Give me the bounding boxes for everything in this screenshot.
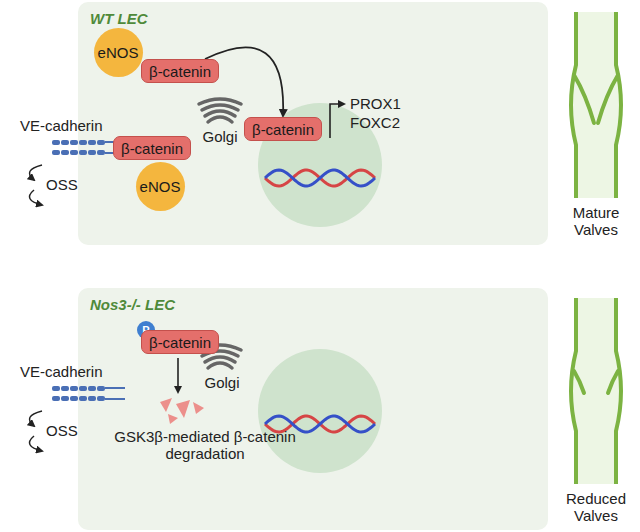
translocation-arrow xyxy=(205,47,283,116)
golgi xyxy=(199,99,241,122)
membrane-label: VE-cadherin xyxy=(20,363,103,380)
panel-title: Nos3-/- LEC xyxy=(90,296,175,313)
golgi xyxy=(199,345,241,368)
process-label: GSK3β-mediated β-catenin degradation xyxy=(100,428,310,462)
enos-circle: eNOS xyxy=(136,162,185,211)
node-text: β-catenin xyxy=(149,63,211,80)
node-text: eNOS xyxy=(98,44,139,61)
ve-cadherin xyxy=(52,140,125,155)
node-text: β-catenin xyxy=(121,140,183,157)
valve-label: Reduced Valves xyxy=(558,490,634,524)
nucleus xyxy=(258,349,382,473)
ve-cadherin xyxy=(52,386,125,401)
beta-catenin-box: β-catenin xyxy=(141,59,219,83)
transcription-arrow xyxy=(330,104,344,138)
flow-label: OSS xyxy=(46,422,78,439)
degradation-arrow xyxy=(177,358,179,392)
catenin-fragments xyxy=(160,398,204,424)
beta-catenin-box: β-catenin xyxy=(113,136,191,160)
reduced-valve xyxy=(571,298,621,484)
enos-circle: eNOS xyxy=(94,28,143,77)
beta-catenin-box: β-catenin xyxy=(141,330,219,354)
node-text: eNOS xyxy=(140,178,181,195)
node-text: β-catenin xyxy=(149,334,211,351)
membrane-label: VE-cadherin xyxy=(20,117,103,134)
flow-label: OSS xyxy=(46,176,78,193)
oss-arrows xyxy=(30,411,43,451)
dna-strand xyxy=(265,170,375,186)
beta-catenin-box: β-catenin xyxy=(244,117,322,141)
gene-label: PROX1 xyxy=(350,95,401,112)
valve-label: Mature Valves xyxy=(558,204,634,238)
oss-arrows xyxy=(30,165,43,205)
gene-label: FOXC2 xyxy=(350,114,400,131)
node-text: β-catenin xyxy=(252,121,314,138)
mature-valve xyxy=(571,12,621,198)
organelle-label: Golgi xyxy=(202,128,237,145)
organelle-label: Golgi xyxy=(204,374,239,391)
panel-title: WT LEC xyxy=(90,10,148,27)
dna-strand xyxy=(265,170,375,186)
